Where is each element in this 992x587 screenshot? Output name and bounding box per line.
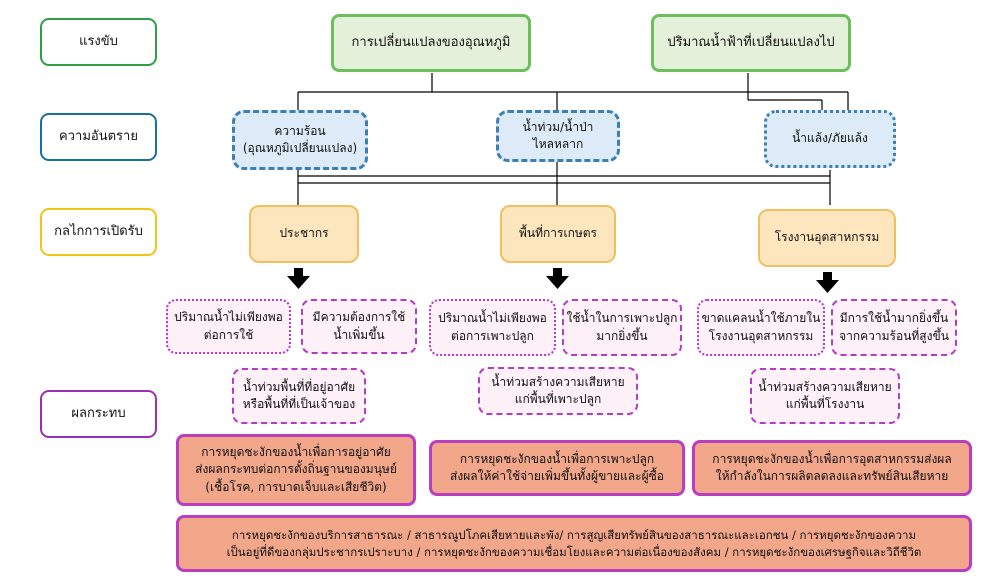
- driver-rainfall-text: ปริมาณน้ำฟ้าที่เปลี่ยนแปลงไป: [667, 34, 835, 50]
- result-overall: การหยุดชะงักของบริการสาธารณะ / สาธารณูปโ…: [176, 515, 972, 572]
- driver-temperature: การเปลี่ยนแปลงของอุณหภูมิ: [331, 14, 531, 72]
- row-label-driver: แรงขับ: [40, 18, 157, 66]
- exposure-industry-text: โรงงานอุตสาหกรรม: [774, 230, 880, 245]
- impact-agri-water-short-text: ปริมาณน้ำไม่เพียงพอ ต่อการเพาะปลูก: [438, 311, 547, 343]
- impact-ind-water-short: ขาดแคลนน้ำใช้ภายใน โรงงานอุตสาหกรรม: [697, 299, 825, 356]
- impact-ind-flood-text: น้ำท่วมสร้างความเสียหาย แก่พื้นที่โรงงาน: [758, 379, 892, 411]
- driver-rainfall: ปริมาณน้ำฟ้าที่เปลี่ยนแปลงไป: [651, 14, 851, 72]
- row-label-hazard-text: ความอันตราย: [59, 128, 138, 144]
- result-industry: การหยุดชะงักของน้ำเพื่อการอุตสาหกรรมส่งผ…: [692, 440, 972, 496]
- exposure-industry: โรงงานอุตสาหกรรม: [758, 209, 896, 267]
- result-agriculture-text: การหยุดชะงักของน้ำเพื่อการเพาะปลูก ส่งผล…: [450, 451, 664, 483]
- hazard-heat-text: ความร้อน (อุณหภูมิเปลี่ยนแปลง): [242, 123, 358, 155]
- impact-ind-flood: น้ำท่วมสร้างความเสียหาย แก่พื้นที่โรงงาน: [750, 368, 900, 424]
- hazard-drought-text: น้ำแล้ง/ภัยแล้ง: [792, 131, 868, 146]
- hazard-drought: น้ำแล้ง/ภัยแล้ง: [764, 110, 896, 168]
- hazard-flood: น้ำท่วม/น้ำป่า ไหลหลาก: [496, 110, 620, 162]
- result-population: การหยุดชะงักของน้ำเพื่อการอยู่อาศัย ส่งผ…: [176, 434, 416, 506]
- impact-pop-water-demand-text: มีความต้องการใช้ น้ำเพิ่มขึ้น: [312, 310, 406, 342]
- result-overall-text: การหยุดชะงักของบริการสาธารณะ / สาธารณูปโ…: [226, 527, 922, 559]
- impact-pop-water-demand: มีความต้องการใช้ น้ำเพิ่มขึ้น: [301, 299, 417, 354]
- impact-pop-water-short: ปริมาณน้ำไม่เพียงพอ ต่อการใช้: [166, 299, 291, 354]
- impact-ind-water-use: มีการใช้น้ำมากยิ่งขึ้น จากความร้อนที่สูง…: [831, 299, 957, 356]
- row-label-driver-text: แรงขับ: [79, 33, 118, 49]
- row-label-exposure-text: กลไกการเปิดรับ: [54, 223, 143, 239]
- impact-pop-water-short-text: ปริมาณน้ำไม่เพียงพอ ต่อการใช้: [174, 310, 283, 342]
- exposure-population-text: ประชากร: [279, 226, 329, 241]
- impact-agri-water-use: ใช้น้ำในการเพาะปลูก มากยิ่งขึ้น: [562, 299, 682, 356]
- row-label-hazard: ความอันตราย: [40, 113, 157, 161]
- impact-ind-water-short-text: ขาดแคลนน้ำใช้ภายใน โรงงานอุตสาหกรรม: [701, 311, 821, 343]
- row-label-exposure: กลไกการเปิดรับ: [40, 208, 157, 256]
- impact-agri-water-short: ปริมาณน้ำไม่เพียงพอ ต่อการเพาะปลูก: [429, 299, 556, 356]
- impact-ind-water-use-text: มีการใช้น้ำมากยิ่งขึ้น จากความร้อนที่สูง…: [839, 311, 949, 343]
- impact-pop-flood: น้ำท่วมพื้นที่ที่อยู่อาศัย หรือพื้นที่ที…: [232, 368, 366, 424]
- exposure-agriculture-text: พื้นที่การเกษตร: [519, 226, 597, 241]
- driver-temperature-text: การเปลี่ยนแปลงของอุณหภูมิ: [351, 34, 511, 50]
- exposure-population: ประชากร: [249, 205, 359, 263]
- row-label-impact-text: ผลกระทบ: [71, 405, 126, 421]
- result-industry-text: การหยุดชะงักของน้ำเพื่อการอุตสาหกรรมส่งผ…: [712, 451, 952, 483]
- impact-agri-water-use-text: ใช้น้ำในการเพาะปลูก มากยิ่งขึ้น: [566, 311, 678, 343]
- impact-agri-flood: น้ำท่วมสร้างความเสียหาย แก่พื้นที่เพาะปล…: [478, 367, 638, 415]
- impact-pop-flood-text: น้ำท่วมพื้นที่ที่อยู่อาศัย หรือพื้นที่ที…: [242, 379, 356, 411]
- result-agriculture: การหยุดชะงักของน้ำเพื่อการเพาะปลูก ส่งผล…: [429, 440, 685, 496]
- impact-agri-flood-text: น้ำท่วมสร้างความเสียหาย แก่พื้นที่เพาะปล…: [491, 374, 625, 406]
- hazard-heat: ความร้อน (อุณหภูมิเปลี่ยนแปลง): [232, 110, 368, 170]
- exposure-agriculture: พื้นที่การเกษตร: [500, 205, 616, 263]
- hazard-flood-text: น้ำท่วม/น้ำป่า ไหลหลาก: [522, 119, 594, 151]
- result-population-text: การหยุดชะงักของน้ำเพื่อการอยู่อาศัย ส่งผ…: [195, 444, 397, 494]
- row-label-impact: ผลกระทบ: [40, 390, 157, 438]
